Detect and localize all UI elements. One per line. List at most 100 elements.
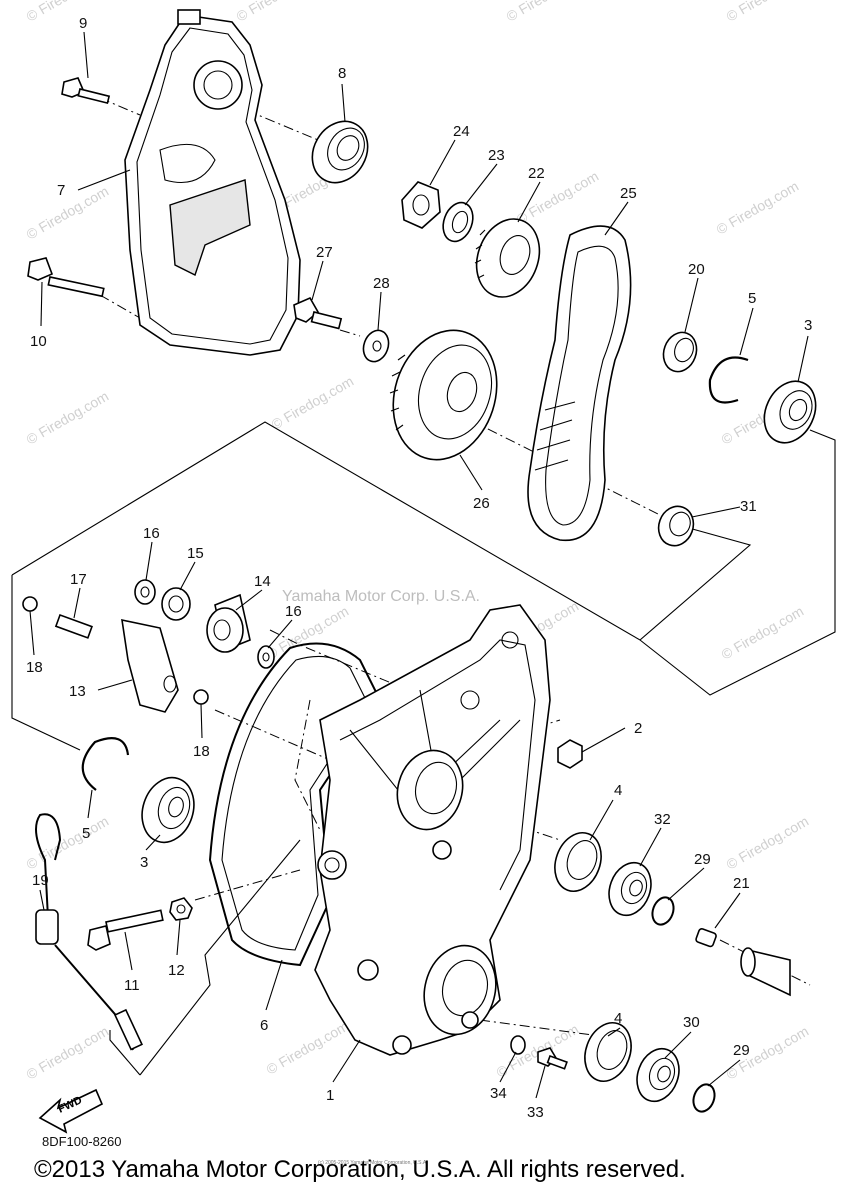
oil-seal-4-upper [554,832,602,892]
callout: 28 [373,275,390,292]
callout: 6 [260,1017,268,1034]
spacer-31 [657,505,695,547]
callout: 18 [26,659,43,676]
sprocket-22 [474,218,541,298]
washer-34 [510,1035,526,1055]
callout: 12 [168,962,185,979]
watermark: © Firedog.com [264,603,352,663]
callout: 27 [316,244,333,261]
callout: 2 [634,720,642,737]
needle-bearing-15 [161,587,191,621]
chain-case-cover [124,9,301,356]
callout: 5 [82,825,90,842]
forward-arrow: FWD [38,1088,104,1134]
watermark: © Firedog.com [234,0,322,25]
chain-case-housing [314,604,551,1056]
callout: 22 [528,165,545,182]
callout: 16 [285,603,302,620]
callout: 9 [79,15,87,32]
tiny-notice: (c) 2005-2015 Yamaha Motor Corporation, … [318,1160,428,1166]
washer-28 [362,329,390,363]
bolt-9 [61,77,111,105]
callout: 4 [614,782,622,799]
bolt-11 [87,909,164,951]
bearing-32 [608,861,652,917]
bushing-20 [662,331,698,373]
callout: 15 [187,545,204,562]
clip-29-upper [651,896,675,926]
oil-seal-4-lower [584,1022,632,1082]
clip-18-right [193,689,209,705]
callout: 23 [488,147,505,164]
callout: 13 [69,683,86,700]
gasket-6 [208,642,382,967]
callout: 21 [733,875,750,892]
watermark: © Firedog.com [24,183,112,243]
copyright-notice: ©2013 Yamaha Motor Corporation, U.S.A. A… [34,1156,686,1183]
drive-chain-25 [527,225,632,542]
bolt-10 [27,257,105,298]
leader-lines [29,31,809,1099]
bolt-33 [537,1047,568,1070]
tensioner-arm-13 [121,618,179,713]
watermark: © Firedog.com [514,168,602,228]
callout: 33 [527,1104,544,1121]
watermark: © Firedog.com [269,373,357,433]
circlip-5-lower [81,737,130,791]
watermark: © Firedog.com [504,0,592,25]
dipstick-19 [35,813,143,1051]
bearing-8 [311,120,369,184]
callout: 34 [490,1085,507,1102]
plug-21 [695,928,717,948]
watermark: © Firedog.com [494,1021,582,1081]
bearing-30 [636,1047,680,1103]
circlip-5-upper [708,356,749,404]
callout: 20 [688,261,705,278]
watermark: © Firedog.com [724,813,812,873]
callout: 29 [694,851,711,868]
bearing-3-upper [763,380,817,444]
callout: 30 [683,1014,700,1031]
watermark: © Firedog.com [24,388,112,448]
nut-12 [169,897,193,921]
watermark: © Firedog.com [724,0,812,25]
nut-2 [557,739,583,769]
sprocket-26 [389,329,498,461]
callout: 14 [254,573,271,590]
watermark-corp: Yamaha Motor Corp. U.S.A. [282,588,480,605]
callout: 32 [654,811,671,828]
callout: 3 [804,317,812,334]
clip-29-lower [692,1083,716,1113]
drive-shaft [740,947,791,997]
callout: 10 [30,333,47,350]
washer-23 [442,201,474,243]
shaft-17 [54,613,93,639]
clip-18-left [22,596,38,612]
callout: 29 [733,1042,750,1059]
bearing-3-lower [141,776,195,844]
watermark: © Firedog.com [714,178,802,238]
callout: 5 [748,290,756,307]
watermark: © Firedog.com [24,0,112,25]
watermark: © Firedog.com [24,1023,112,1083]
callout: 1 [326,1087,334,1104]
watermark: © Firedog.com [264,1018,352,1078]
callout: 18 [193,743,210,760]
callout: 26 [473,495,490,512]
callout-labels: 1 2 3 3 4 4 5 5 6 7 8 9 10 11 12 13 14 1… [26,15,812,1121]
roller-14 [206,593,251,653]
callout: 24 [453,123,470,140]
callout: 4 [614,1010,622,1027]
callout: 7 [57,182,65,199]
bolt-27 [293,296,343,330]
part-code: 8DF100-8260 [42,1134,122,1149]
callout: 19 [32,872,49,889]
callout: 25 [620,185,637,202]
callout: 3 [140,854,148,871]
nut-24 [401,181,441,229]
callout: 31 [740,498,757,515]
washer-16-lower [257,645,275,669]
callout: 11 [124,977,140,994]
callout: 17 [70,571,87,588]
